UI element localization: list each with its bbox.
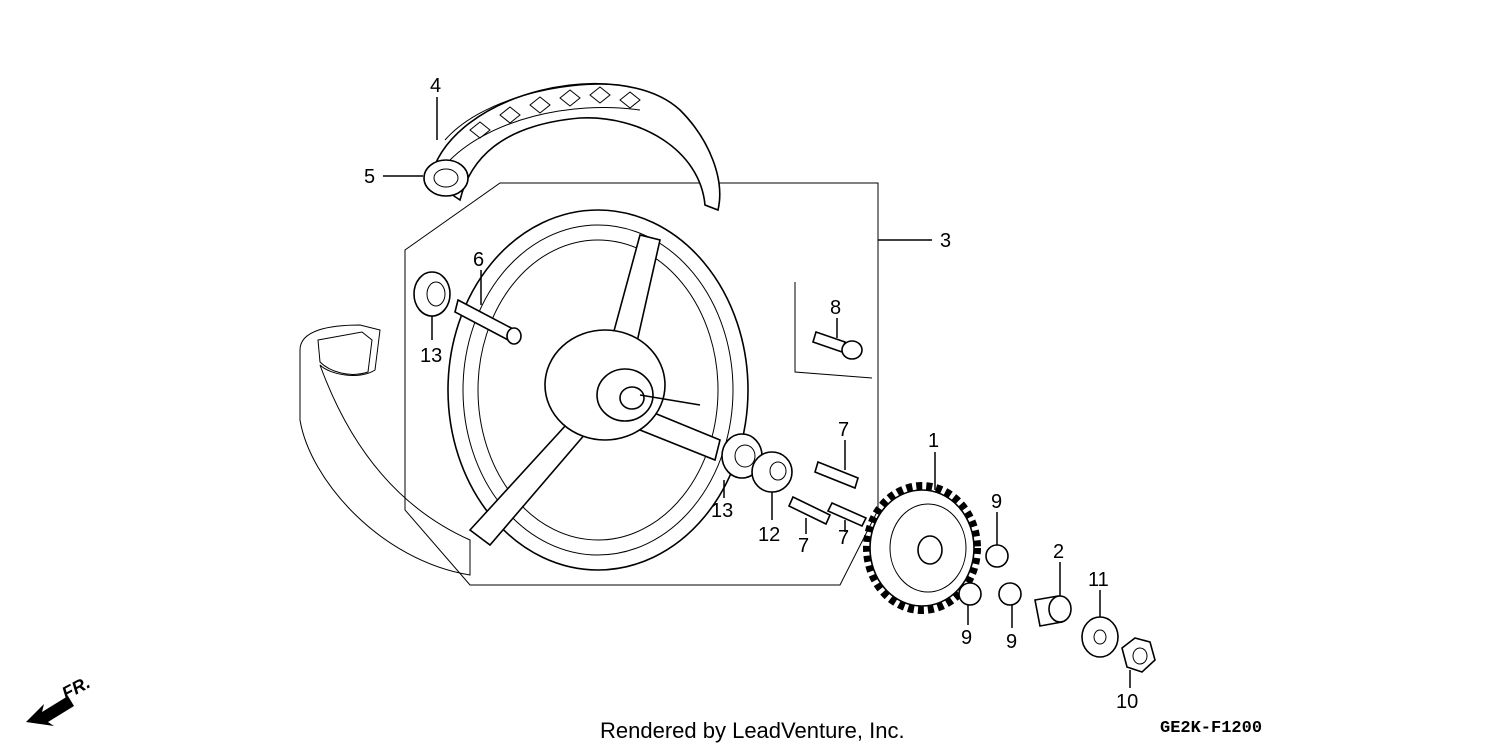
callout-2: 2 [1053,541,1064,563]
callout-13-lower: 13 [711,500,733,522]
callout-8: 8 [830,297,841,319]
tire-valve [812,330,863,360]
callout-7-upper: 7 [838,419,849,441]
callout-7-left: 7 [798,535,809,557]
tire [429,82,721,212]
sprocket [863,482,981,614]
axle-nut [1121,637,1156,673]
front-direction-arrow-icon [26,696,74,726]
render-credit: Rendered by LeadVenture, Inc. [600,718,905,743]
callout-9-right: 9 [1006,631,1017,653]
bearing-upper [413,271,451,317]
callout-9-left: 9 [961,627,972,649]
callout-6: 6 [473,249,484,271]
callout-12: 12 [758,524,780,546]
callout-13-upper: 13 [420,345,442,367]
sprocket-nuts [958,544,1022,606]
callout-9-upper: 9 [991,491,1002,513]
washer [1081,616,1119,658]
valve-bracket [794,282,873,379]
callout-3: 3 [940,230,951,252]
wheel-assembly-boundary [404,182,879,586]
stud-bolts [787,460,868,528]
inner-tube [423,159,469,197]
diagram-code: GE2K-F1200 [1160,719,1262,738]
callout-11: 11 [1088,569,1109,591]
callout-5: 5 [364,166,375,188]
fender [299,324,471,576]
dust-seal [751,451,793,493]
wheel-rim [447,209,749,571]
callout-10: 10 [1116,691,1138,713]
distance-collar [454,298,522,345]
leader-lines [383,97,1131,688]
sprocket-collar [1034,595,1072,627]
callout-1: 1 [928,430,939,452]
callout-7-right: 7 [838,527,849,549]
callout-4: 4 [430,75,441,97]
